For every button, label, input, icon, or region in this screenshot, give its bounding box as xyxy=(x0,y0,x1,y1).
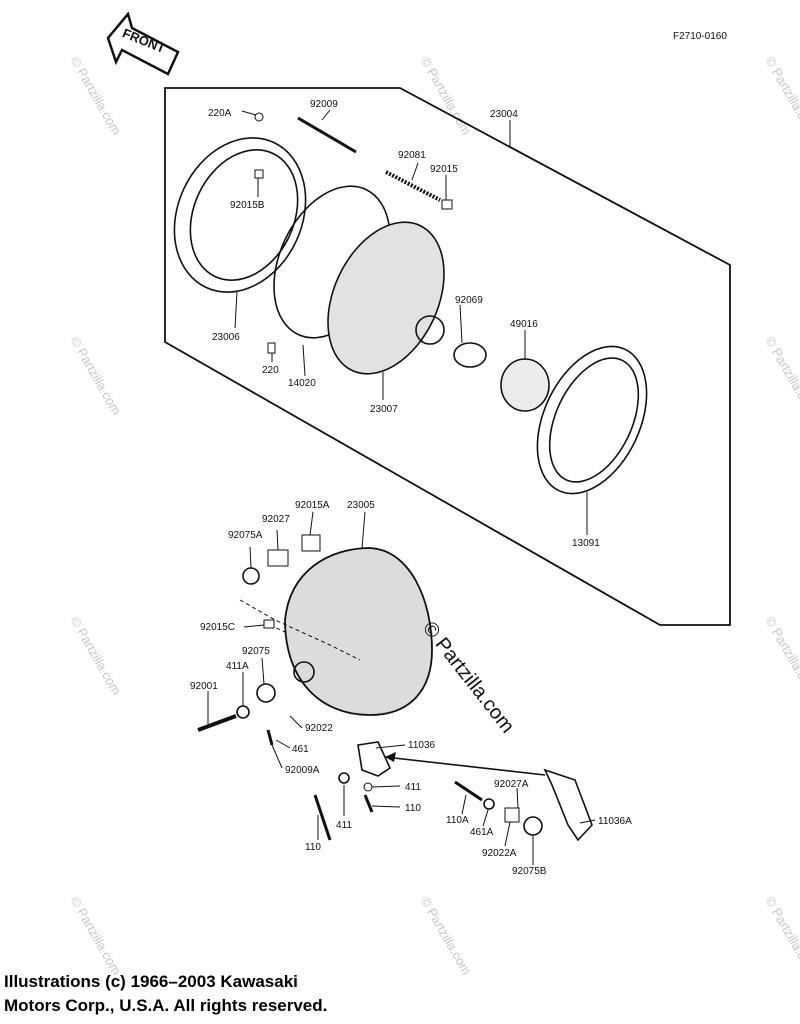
grommet xyxy=(242,567,260,585)
bolt xyxy=(363,794,374,813)
watermark: © Partzilla.com xyxy=(67,614,124,697)
lock-washer xyxy=(363,782,373,792)
washer xyxy=(338,772,350,784)
watermark: © Partzilla.com xyxy=(762,894,800,977)
bolt xyxy=(197,714,237,732)
part-label: 23005 xyxy=(347,500,375,511)
watermark: © Partzilla.com xyxy=(417,894,474,977)
part-label: 13091 xyxy=(572,538,600,549)
bulb xyxy=(453,342,487,368)
bulb-cover xyxy=(500,358,550,412)
part-label: 461A xyxy=(470,827,494,838)
part-label: 23007 xyxy=(370,404,398,415)
watermark: © Partzilla.com xyxy=(762,54,800,137)
collar xyxy=(504,807,520,823)
figure-code: F2710-0160 xyxy=(673,31,727,42)
part-label: 11036 xyxy=(408,740,436,751)
watermark: © Partzilla.com xyxy=(762,614,800,697)
headlight-housing xyxy=(284,547,433,716)
headlight-upper-assembly xyxy=(173,112,648,495)
guide-line xyxy=(239,599,361,661)
leader-lines xyxy=(207,109,596,865)
direction-arrow xyxy=(384,756,546,776)
front-arrow-icon: FRONT xyxy=(106,11,180,76)
part-label: 92009 xyxy=(310,99,338,110)
watermark: © Partzilla.com xyxy=(762,334,800,417)
part-label: 92015B xyxy=(230,200,265,211)
part-label: 92075 xyxy=(242,646,270,657)
part-label: 92075A xyxy=(228,530,263,541)
screw xyxy=(267,342,276,354)
part-label: 49016 xyxy=(510,319,538,330)
part-label: 23004 xyxy=(490,109,518,120)
part-label: 92081 xyxy=(398,150,426,161)
part-label: 92015 xyxy=(430,164,458,175)
bracket xyxy=(357,741,392,777)
arrow-head xyxy=(385,752,396,762)
watermark: © Partzilla.com xyxy=(67,334,124,417)
housing-hole xyxy=(293,661,315,683)
nut xyxy=(301,534,321,552)
part-label: 92015A xyxy=(295,500,330,511)
bulb-socket xyxy=(415,315,445,345)
part-label: 92001 xyxy=(190,681,218,692)
nut xyxy=(254,169,264,179)
part-label: 92027A xyxy=(494,779,529,790)
grommet xyxy=(256,683,276,703)
part-label: 110 xyxy=(405,803,421,814)
mounting-ring-inner xyxy=(548,357,640,483)
grommet xyxy=(523,816,543,836)
part-label: 411A xyxy=(226,661,249,672)
part-label: 461 xyxy=(292,744,309,755)
part-label: 92022A xyxy=(482,848,517,859)
assembly-panel-outline xyxy=(164,87,731,626)
bracket-right xyxy=(543,768,593,842)
watermark: © Partzilla.com xyxy=(67,894,124,977)
watermark-layer: © Partzilla.com © Partzilla.com © Partzi… xyxy=(67,54,800,977)
part-label: 220 xyxy=(262,365,279,376)
watermark: © Partzilla.com xyxy=(67,54,124,137)
mounting-ring xyxy=(536,345,648,495)
washer xyxy=(483,798,495,810)
headlight-rim-inner xyxy=(189,149,299,281)
screw-head xyxy=(254,112,264,122)
watermark-diagonal: © Partzilla.com xyxy=(418,618,518,738)
part-labels: 220A 92009 23004 92081 92015 92015B 9206… xyxy=(190,99,632,877)
part-label: 92009A xyxy=(285,765,320,776)
part-label: 14020 xyxy=(288,378,316,389)
headlight-lower-assembly xyxy=(197,534,593,842)
spring xyxy=(385,170,441,202)
nut xyxy=(441,199,453,210)
part-label: 92015C xyxy=(200,622,235,633)
adjusting-screw xyxy=(297,116,357,154)
headlight-rim xyxy=(173,137,307,293)
copyright-notice: Illustrations (c) 1966–2003 Kawasaki Mot… xyxy=(4,972,328,1015)
clip xyxy=(263,619,275,629)
part-label: 92075B xyxy=(512,866,547,877)
part-label: 92069 xyxy=(455,295,483,306)
part-label: 220A xyxy=(208,108,232,119)
part-label: 92027 xyxy=(262,514,290,525)
part-label: 92022 xyxy=(305,723,333,734)
part-label: 110 xyxy=(305,842,321,853)
part-label: 110A xyxy=(446,815,469,826)
part-label: 23006 xyxy=(212,332,240,343)
sealed-beam-unit xyxy=(327,221,445,375)
washer xyxy=(236,705,250,719)
bolt xyxy=(313,794,332,841)
bolt xyxy=(266,729,274,746)
part-label: 411 xyxy=(405,782,421,793)
collar xyxy=(267,549,289,567)
bolt xyxy=(454,780,483,802)
part-label: 411 xyxy=(336,820,352,831)
watermark: © Partzilla.com xyxy=(417,54,474,137)
part-label: 11036A xyxy=(598,816,632,827)
